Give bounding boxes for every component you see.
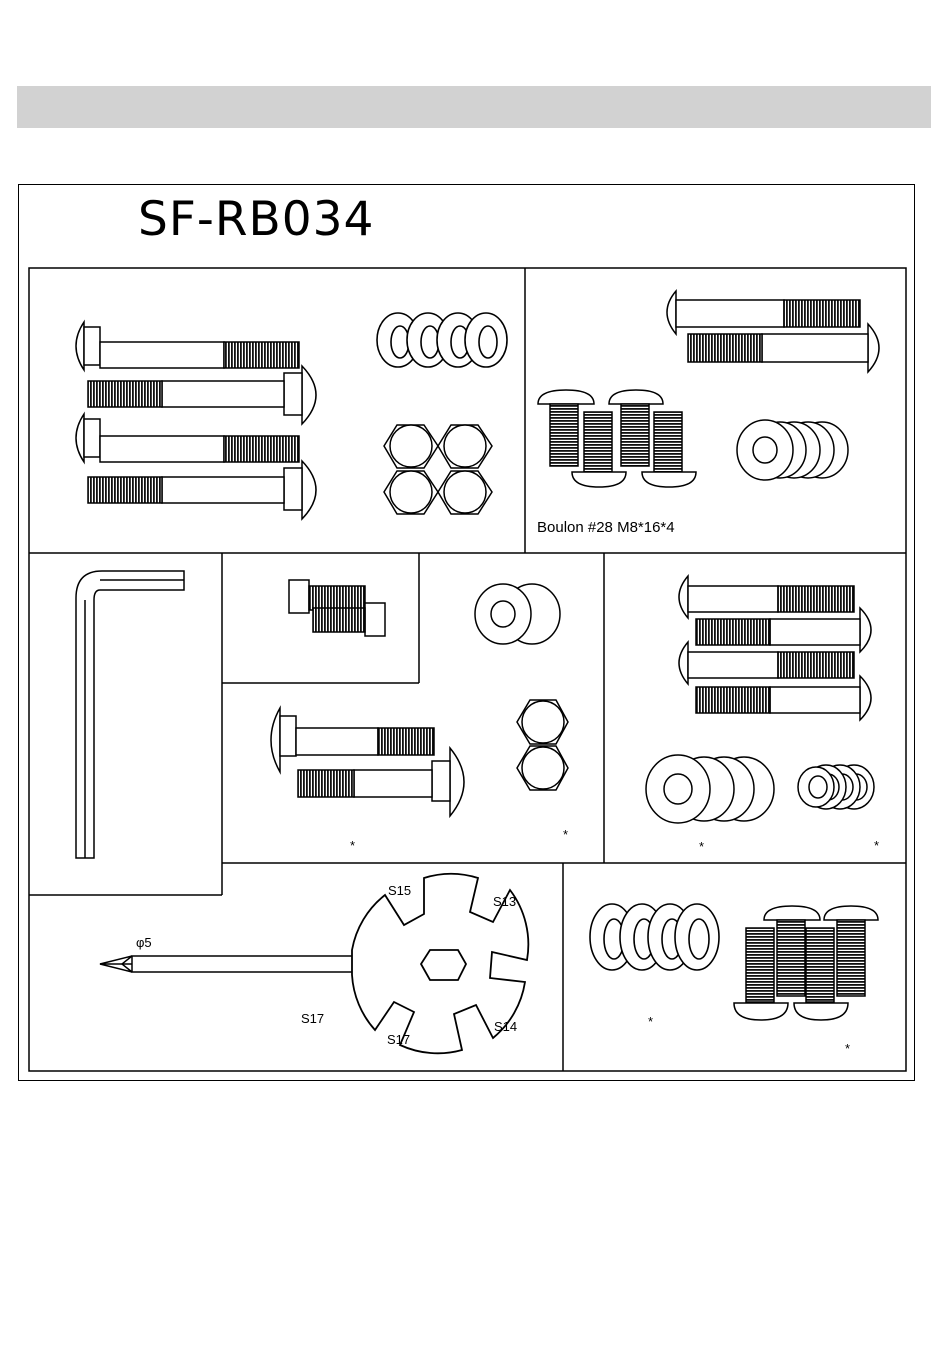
carriage-bolts-long: [76, 322, 316, 519]
asterisk-mark: *: [350, 839, 355, 852]
flat-washers-2: [737, 420, 848, 480]
spring-washers-6: [798, 765, 874, 809]
asterisk-mark: *: [648, 1015, 653, 1028]
asterisk-mark: *: [874, 839, 879, 852]
flat-washers-4: [475, 584, 560, 644]
wrench-s17-side-label: S17: [301, 1012, 324, 1025]
panel2-caption: Boulon #28 M8*16*4: [537, 520, 675, 535]
wrench-s13-label: S13: [493, 895, 516, 908]
hex-nuts-1: [384, 425, 492, 514]
drill-bit: [100, 956, 361, 972]
socket-bolts-4: [289, 580, 385, 636]
flat-washers-6: [646, 755, 774, 823]
asterisk-mark: *: [563, 828, 568, 841]
wrench-s15-label: S15: [388, 884, 411, 897]
asterisk-mark: *: [699, 840, 704, 853]
button-bolts-2: [667, 291, 879, 372]
button-bolts-6: [679, 576, 871, 720]
spring-washers-1: [377, 313, 507, 367]
pan-screws-2: [538, 390, 696, 487]
asterisk-mark: *: [845, 1042, 850, 1055]
drill-size-label: φ5: [136, 936, 152, 949]
hex-nuts-5: [517, 700, 568, 790]
wrench-s17-label: S17: [387, 1033, 410, 1046]
pan-screws-8: [734, 906, 878, 1020]
allen-key: [76, 571, 184, 858]
spring-washers-8: [590, 904, 719, 970]
carriage-bolts-short: [271, 708, 464, 816]
wrench-s14-label: S14: [494, 1020, 517, 1033]
